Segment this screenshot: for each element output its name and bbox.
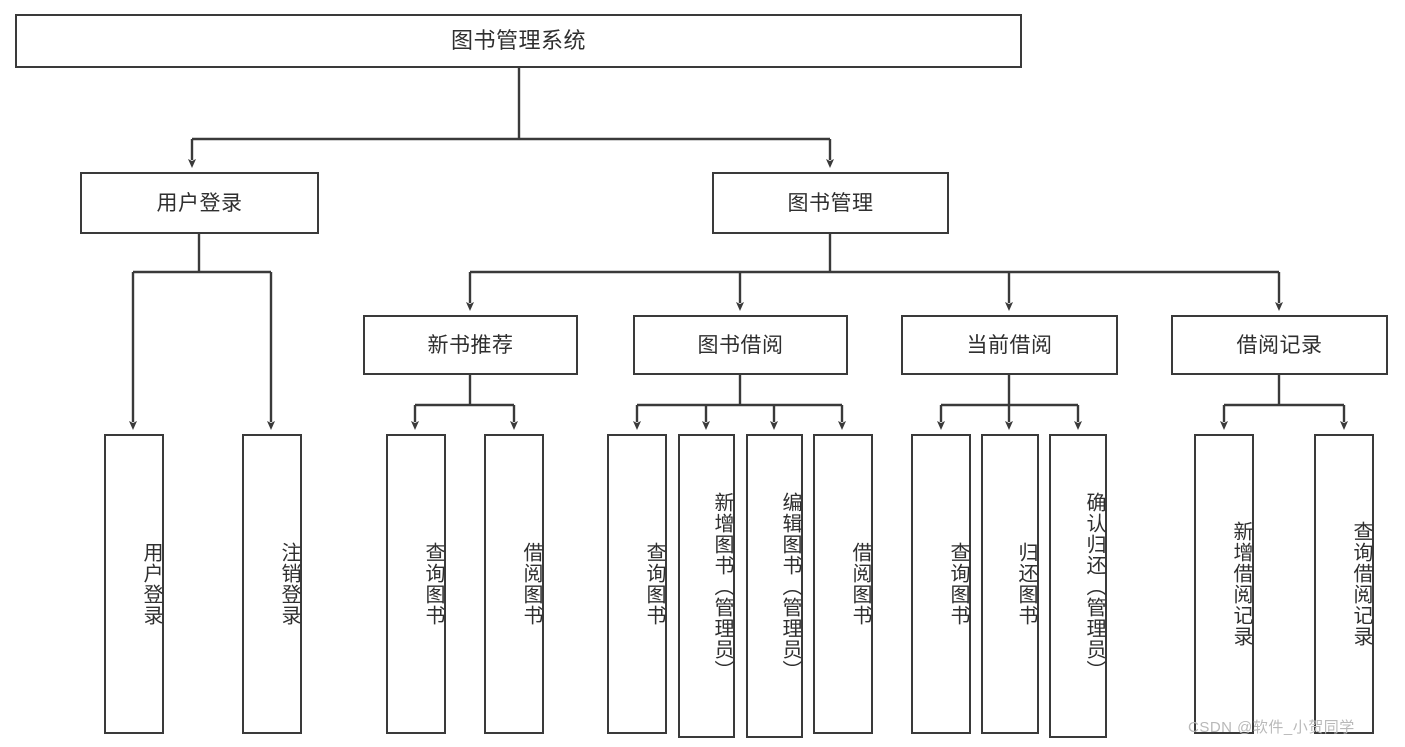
node-label: 注销登录 — [278, 542, 300, 626]
node-label: 用户登录 — [156, 191, 243, 215]
node-label: 编辑图书（管理员） — [779, 491, 801, 681]
node-label: 归还图书 — [1015, 542, 1037, 626]
node-label: 查询图书 — [422, 542, 444, 626]
node-label: 新增借阅记录 — [1230, 521, 1252, 647]
node-label: 借阅记录 — [1236, 333, 1323, 357]
node-new-book-recommend[interactable]: 新书推荐 — [363, 315, 578, 375]
node-book-borrow[interactable]: 图书借阅 — [633, 315, 848, 375]
node-label: 确认归还（管理员） — [1083, 491, 1105, 681]
leaf-query-book-borrow[interactable]: 查询图书 — [607, 434, 667, 734]
leaf-user-login[interactable]: 用户登录 — [104, 434, 164, 734]
node-label: 查询借阅记录 — [1350, 521, 1372, 647]
leaf-edit-book-admin[interactable]: 编辑图书（管理员） — [746, 434, 803, 738]
leaf-query-book-current[interactable]: 查询图书 — [911, 434, 971, 734]
leaf-add-book-admin[interactable]: 新增图书（管理员） — [678, 434, 735, 738]
node-label: 借阅图书 — [520, 542, 542, 626]
node-book-management[interactable]: 图书管理 — [712, 172, 949, 234]
leaf-query-book-recommend[interactable]: 查询图书 — [386, 434, 446, 734]
node-label: 图书借阅 — [697, 333, 784, 357]
leaf-borrow-book-recommend[interactable]: 借阅图书 — [484, 434, 544, 734]
leaf-query-borrow-record[interactable]: 查询借阅记录 — [1314, 434, 1374, 734]
leaf-add-borrow-record[interactable]: 新增借阅记录 — [1194, 434, 1254, 734]
node-label: 用户登录 — [140, 542, 162, 626]
node-root-system[interactable]: 图书管理系统 — [15, 14, 1022, 68]
leaf-return-book[interactable]: 归还图书 — [981, 434, 1039, 734]
node-label: 新书推荐 — [427, 333, 514, 357]
node-user-login[interactable]: 用户登录 — [80, 172, 319, 234]
leaf-borrow-book[interactable]: 借阅图书 — [813, 434, 873, 734]
csdn-watermark: CSDN @软件_小贺同学 — [1188, 719, 1355, 736]
node-label: 当前借阅 — [966, 333, 1053, 357]
leaf-logout-login[interactable]: 注销登录 — [242, 434, 302, 734]
node-current-borrow[interactable]: 当前借阅 — [901, 315, 1118, 375]
node-borrow-record[interactable]: 借阅记录 — [1171, 315, 1388, 375]
node-label: 查询图书 — [947, 542, 969, 626]
leaf-confirm-return-admin[interactable]: 确认归还（管理员） — [1049, 434, 1107, 738]
node-label: 图书管理系统 — [450, 28, 586, 53]
node-label: 新增图书（管理员） — [711, 491, 733, 681]
node-label: 借阅图书 — [849, 542, 871, 626]
node-label: 查询图书 — [643, 542, 665, 626]
node-label: 图书管理 — [787, 191, 874, 215]
